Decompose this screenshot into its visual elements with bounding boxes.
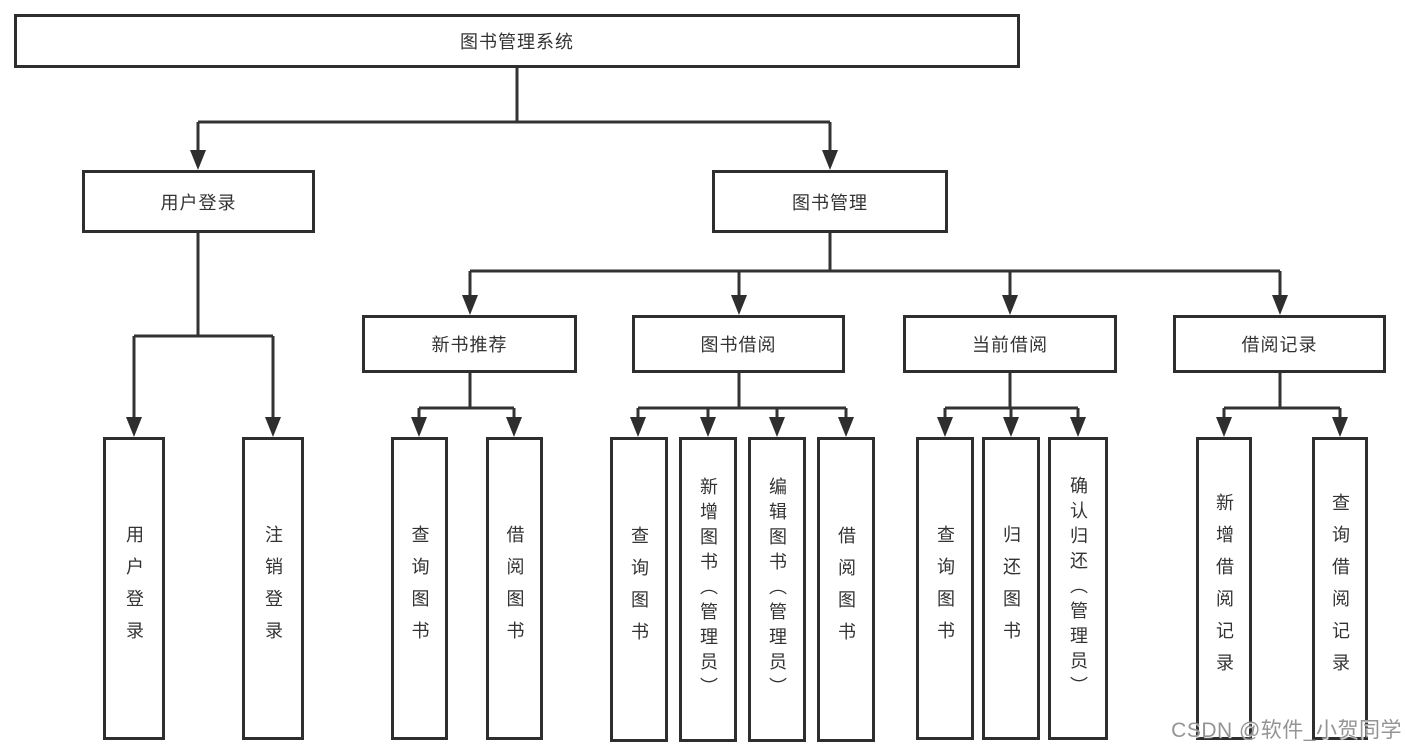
csdn-watermark: CSDN @软件_小贺同学 bbox=[1171, 719, 1402, 742]
node-leaf-query-borrow-record: 查询借阅记录 bbox=[1312, 437, 1368, 740]
node-leaf-confirm-return-admin: 确认归还（管理员） bbox=[1048, 437, 1108, 740]
node-leaf-query-books-2: 查询图书 bbox=[610, 437, 668, 742]
node-leaf-query-books-3: 查询图书 bbox=[916, 437, 974, 740]
node-library-management-system: 图书管理系统 bbox=[14, 14, 1020, 68]
node-branch-new-book-recommend: 新书推荐 bbox=[362, 315, 577, 373]
node-branch-borrow-records: 借阅记录 bbox=[1173, 315, 1386, 373]
node-branch-book-borrow: 图书借阅 bbox=[632, 315, 845, 373]
node-leaf-return-books: 归还图书 bbox=[982, 437, 1040, 740]
node-leaf-edit-books-admin: 编辑图书（管理员） bbox=[748, 437, 806, 742]
arrowheads bbox=[126, 150, 1348, 437]
node-leaf-borrow-books-2: 借阅图书 bbox=[817, 437, 875, 742]
node-branch-user-login: 用户登录 bbox=[82, 170, 315, 233]
node-leaf-add-borrow-record: 新增借阅记录 bbox=[1196, 437, 1252, 740]
node-branch-current-borrow: 当前借阅 bbox=[903, 315, 1117, 373]
node-leaf-logout: 注销登录 bbox=[242, 437, 304, 740]
node-leaf-borrow-books-1: 借阅图书 bbox=[486, 437, 543, 740]
node-branch-book-management: 图书管理 bbox=[712, 170, 948, 233]
node-leaf-query-books-1: 查询图书 bbox=[391, 437, 448, 740]
node-leaf-user-login: 用户登录 bbox=[103, 437, 165, 740]
node-leaf-add-books-admin: 新增图书（管理员） bbox=[679, 437, 737, 742]
